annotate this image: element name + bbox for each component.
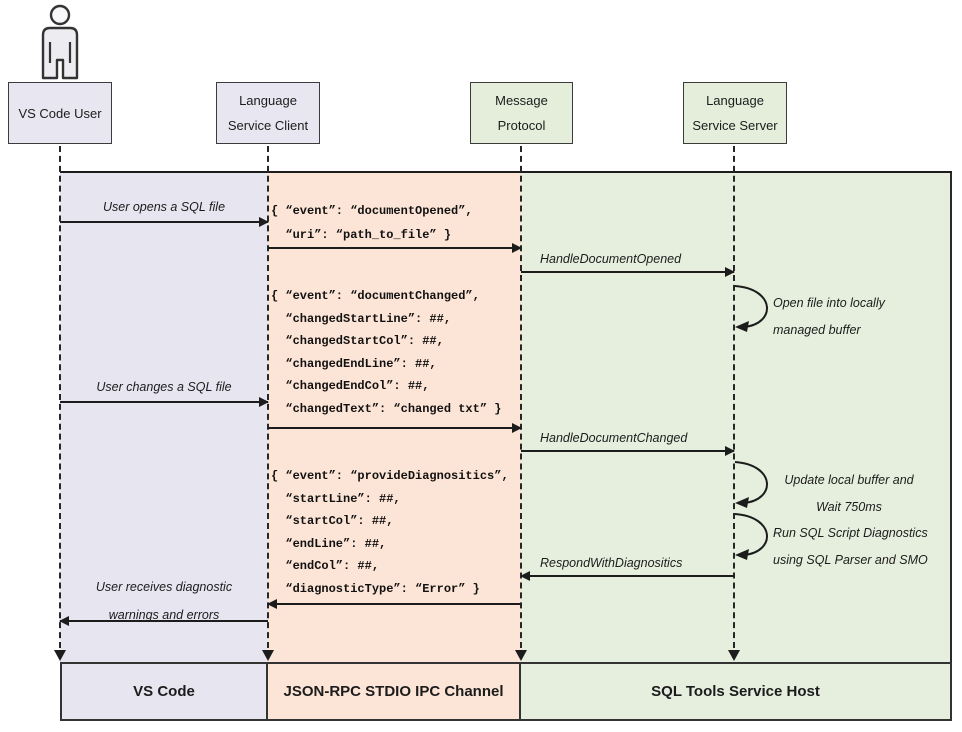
payload-line: “changedStartCol”: ##, [271, 334, 444, 348]
payload-line: “changedEndCol”: ##, [271, 379, 430, 393]
payload-line: “startLine”: ##, [271, 491, 401, 506]
arrowhead-left [520, 571, 530, 581]
arrowhead-right [512, 423, 522, 433]
note-run-diagnostics: Run SQL Script Diagnostics using SQL Par… [773, 520, 928, 574]
system-label: SQL Tools Service Host [651, 683, 820, 700]
note-line: managed buffer [773, 323, 861, 337]
lifeline-message-protocol [520, 146, 522, 648]
message-arrow-user-changes [60, 397, 269, 407]
actor-label: Service Client [227, 118, 309, 133]
json-payload-provide-diagnostics: { “event”: “provideDiagnositics”, “start… [271, 465, 509, 600]
actor-label: Language [706, 93, 764, 108]
lane-ipc-channel [268, 172, 521, 662]
message-arrow-handle-document-opened [521, 267, 735, 277]
arrowhead-right [725, 446, 735, 456]
lifeline-vscode-user [59, 146, 61, 648]
arrowhead-left [59, 616, 69, 626]
payload-line: “changedText”: “changed txt” } [271, 401, 502, 416]
actor-label: Language [239, 93, 297, 108]
actor-box-vscode-user: VS Code User [8, 82, 112, 144]
note-line: Open file into locally [773, 296, 885, 310]
json-payload-document-opened: { “event”: “documentOpened”, “uri”: “pat… [271, 199, 473, 247]
actor-label: Message [495, 93, 548, 108]
payload-line: { “event”: “documentChanged”, [271, 289, 480, 303]
person-icon [41, 4, 79, 80]
json-payload-document-changed: { “event”: “documentChanged”, “changedSt… [271, 285, 501, 420]
message-label-handle-document-changed: HandleDocumentChanged [540, 431, 688, 445]
message-label-user-receives: User receives diagnostic warnings and er… [60, 573, 268, 629]
lifeline-end-arrow [262, 650, 274, 661]
message-arrow-return-to-user [59, 616, 268, 626]
payload-line: “changedStartLine”: ##, [271, 311, 452, 326]
arrowhead-right [259, 217, 269, 227]
arrowhead-left [267, 599, 277, 609]
arrowhead-right [512, 243, 522, 253]
note-line: Run SQL Script Diagnostics [773, 526, 928, 540]
lane-service-host [521, 172, 952, 662]
arrowhead-right [259, 397, 269, 407]
message-label-respond-with-diagnostics: RespondWithDiagnositics [540, 556, 683, 570]
system-box-vscode: VS Code [60, 662, 268, 721]
system-label: VS Code [133, 683, 195, 700]
lifeline-end-arrow [728, 650, 740, 661]
message-arrow-return-to-client [267, 599, 521, 609]
actor-label: Protocol [497, 118, 546, 133]
note-line: using SQL Parser and SMO [773, 553, 928, 567]
payload-line: { “event”: “provideDiagnositics”, [271, 469, 509, 483]
lane-vscode [60, 172, 268, 662]
payload-line: { “event”: “documentOpened”, [271, 204, 473, 218]
lane-top-border [60, 171, 952, 173]
self-loop-update-buffer [734, 461, 768, 508]
note-update-buffer: Update local buffer and Wait 750ms [768, 467, 930, 521]
message-arrow-document-opened [268, 243, 522, 253]
system-label: JSON-RPC STDIO IPC Channel [283, 683, 504, 700]
actor-box-language-service-server: Language Service Server [683, 82, 787, 144]
payload-line: “diagnosticType”: “Error” } [271, 581, 480, 596]
arrowhead-right [725, 267, 735, 277]
actor-box-message-protocol: Message Protocol [470, 82, 573, 144]
message-label-line: User receives diagnostic [95, 580, 233, 594]
note-line: Update local buffer and [784, 473, 914, 487]
payload-line: “endLine”: ##, [271, 536, 387, 551]
message-arrow-document-changed [268, 423, 522, 433]
message-arrow-handle-document-changed [521, 446, 735, 456]
lifeline-end-arrow [54, 650, 66, 661]
message-label-line: warnings and errors [108, 608, 220, 622]
payload-line: “endCol”: ##, [271, 559, 380, 573]
payload-line: “startCol”: ##, [271, 514, 394, 528]
actor-box-language-service-client: Language Service Client [216, 82, 320, 144]
message-label-handle-document-opened: HandleDocumentOpened [540, 252, 682, 266]
payload-line: “changedEndLine”: ##, [271, 356, 437, 371]
note-line: Wait 750ms [816, 500, 882, 514]
payload-line: “uri”: “path_to_file” } [271, 228, 452, 242]
message-arrow-respond-with-diagnostics [520, 571, 734, 581]
self-loop-run-diagnostics [734, 513, 768, 560]
lifeline-service-server [733, 146, 735, 648]
message-arrow-user-opens [60, 217, 269, 227]
note-open-file: Open file into locally managed buffer [773, 290, 885, 344]
lifeline-end-arrow [515, 650, 527, 661]
message-label-user-changes: User changes a SQL file [96, 380, 232, 394]
actor-label: VS Code User [18, 105, 102, 121]
system-box-service-host: SQL Tools Service Host [521, 662, 952, 721]
self-loop-open-file [734, 285, 768, 332]
system-box-ipc-channel: JSON-RPC STDIO IPC Channel [268, 662, 521, 721]
message-label-user-opens: User opens a SQL file [102, 200, 226, 214]
actor-label: Service Server [692, 118, 778, 133]
